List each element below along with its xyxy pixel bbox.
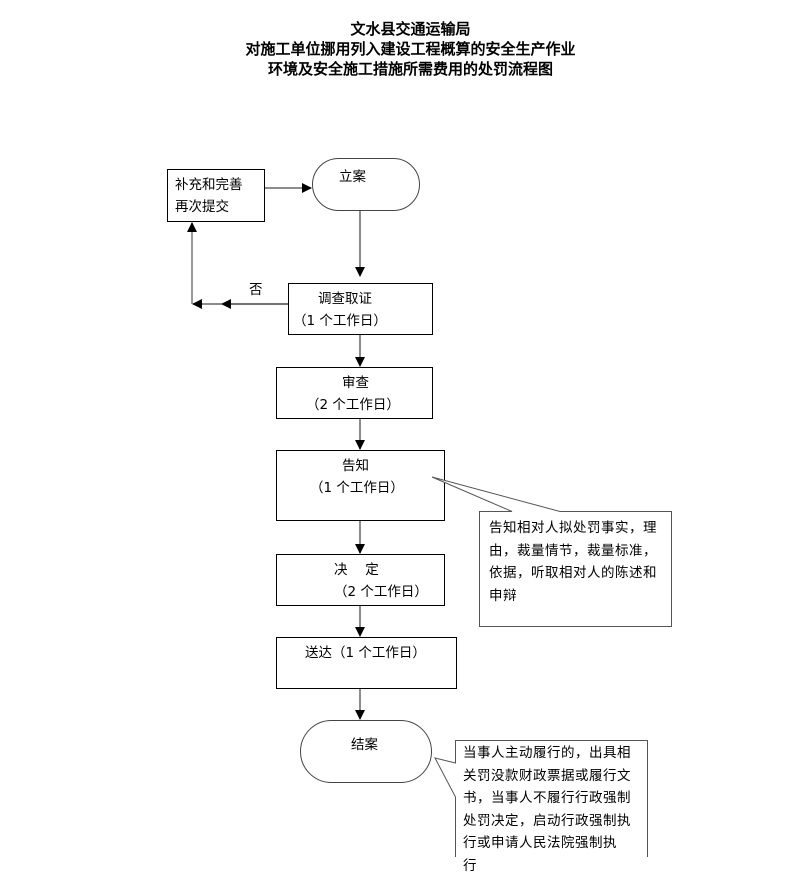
edge-no-label: 否	[249, 279, 263, 301]
resubmit-label-1: 补充和完善	[175, 174, 243, 196]
investigate-label: 调查取证	[318, 288, 372, 310]
close-callout-line: 处罚决定，启动行政强制执	[463, 810, 645, 833]
notify-callout-text: 告知相对人拟处罚事实，理 由，裁量情节，裁量标准， 依据，听取相对人的陈述和 申…	[489, 517, 669, 607]
notify-duration: （1 个工作日）	[310, 477, 404, 499]
notify-label: 告知	[342, 455, 369, 477]
notify-callout-line: 申辩	[489, 585, 669, 608]
close-callout-line: 书，当事人不履行行政强制	[463, 787, 645, 810]
deliver-label: 送达（1 个工作日）	[305, 642, 426, 664]
close-callout-line: 关罚没款财政票据或履行文	[463, 765, 645, 788]
decide-duration: （2 个工作日）	[334, 581, 428, 603]
notify-callout-line: 依据，听取相对人的陈述和	[489, 562, 669, 585]
close-callout-line: 行	[463, 855, 645, 877]
resubmit-label-2: 再次提交	[175, 196, 229, 218]
review-label: 审查	[342, 372, 369, 394]
decide-label: 决 定	[334, 559, 379, 581]
review-duration: （2 个工作日）	[306, 394, 400, 416]
notify-callout-line: 由，裁量情节，裁量标准，	[489, 540, 669, 563]
file-case-label: 立案	[339, 166, 366, 188]
close-callout-line: 当事人主动履行的，出具相	[463, 742, 645, 765]
notify-callout-line: 告知相对人拟处罚事实，理	[489, 517, 669, 540]
close-case-label: 结案	[351, 734, 378, 756]
close-callout-line: 行或申请人民法院强制执	[463, 832, 645, 855]
file-case-terminator	[313, 159, 420, 211]
flowchart	[0, 0, 793, 857]
investigate-duration: （1 个工作日）	[293, 310, 387, 332]
